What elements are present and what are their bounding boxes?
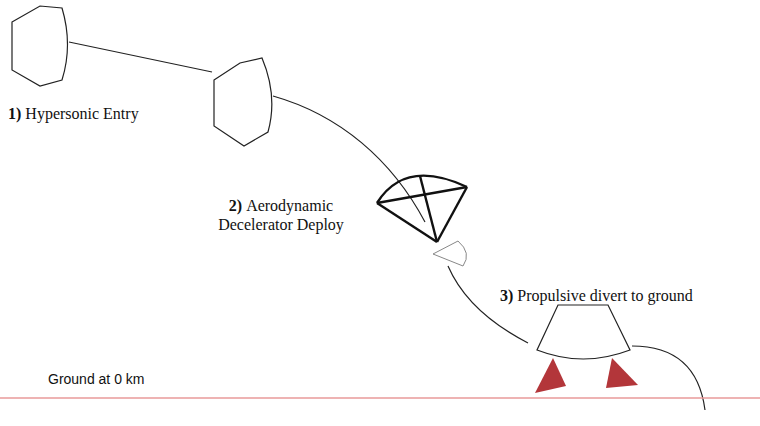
trajectory-line bbox=[632, 346, 705, 410]
label-group: Ground at 0 km bbox=[48, 371, 248, 388]
ground-line bbox=[0, 397, 760, 399]
step-number: 1) bbox=[8, 105, 21, 122]
step-label: Propulsive divert to ground bbox=[517, 287, 693, 304]
step-number: 2) bbox=[229, 197, 242, 214]
step-number: 3) bbox=[500, 287, 513, 304]
step-label: Hypersonic Entry bbox=[25, 105, 138, 122]
entry-capsule bbox=[12, 6, 68, 86]
parachute bbox=[377, 176, 467, 242]
label-group: 3)Propulsive divert to ground bbox=[500, 286, 750, 305]
entry-capsule bbox=[214, 58, 272, 146]
thruster-plume bbox=[535, 358, 566, 393]
thruster-plume bbox=[606, 358, 638, 388]
step-label: Ground at 0 km bbox=[48, 371, 145, 387]
backshell bbox=[433, 241, 467, 266]
trajectory-line bbox=[448, 266, 528, 343]
label-group: 1)Hypersonic Entry bbox=[8, 104, 208, 123]
lander bbox=[537, 305, 630, 359]
label-group: 2)Aerodynamic Decelerator Deploy bbox=[196, 196, 366, 234]
trajectory-line bbox=[69, 42, 212, 72]
